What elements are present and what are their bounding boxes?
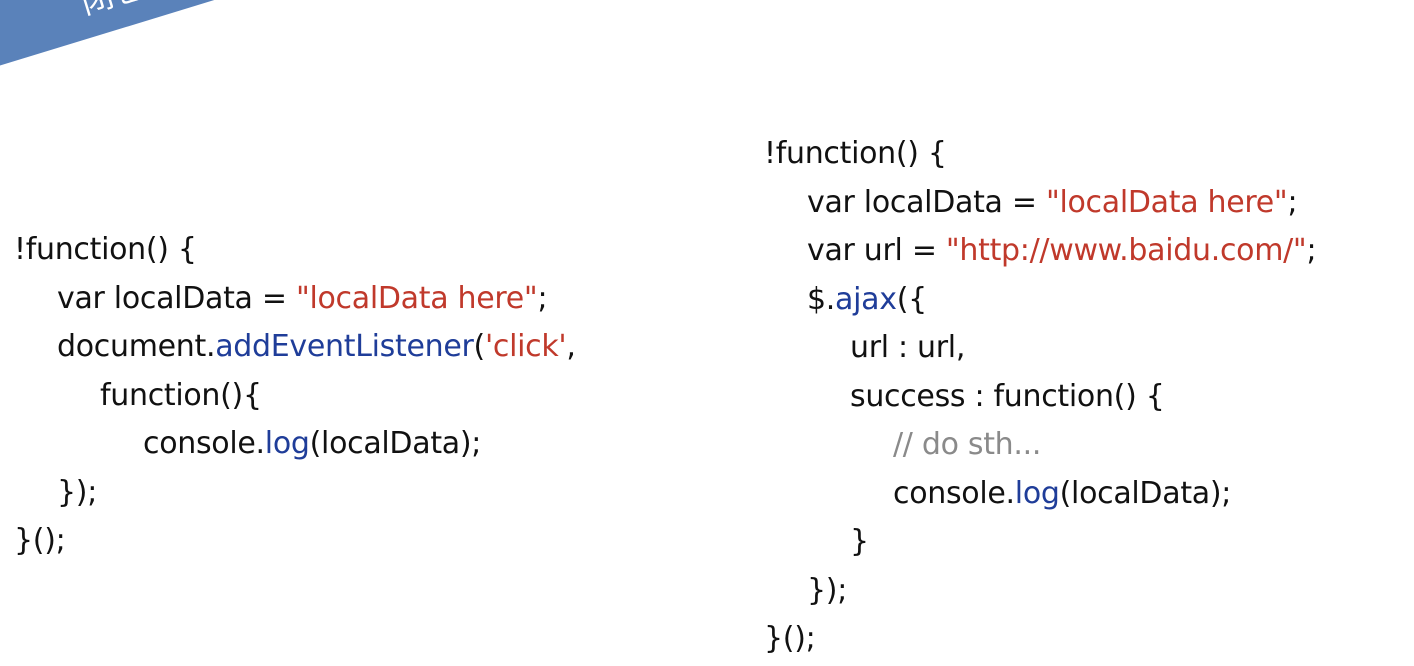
- code-line: console.log(localData);: [764, 470, 1316, 519]
- code-token-plain: url : url,: [850, 330, 966, 365]
- code-line: !function() {: [14, 226, 576, 275]
- code-token-plain: !function() {: [14, 232, 197, 267]
- code-line: console.log(localData);: [14, 420, 576, 469]
- code-line: }: [764, 518, 1316, 567]
- code-line: // do sth...: [764, 421, 1316, 470]
- code-token-method: ajax: [835, 281, 897, 317]
- code-token-plain: }();: [764, 621, 816, 656]
- code-token-string: "localData here": [295, 280, 538, 316]
- code-token-comment: // do sth...: [893, 427, 1042, 462]
- code-token-plain: ,: [566, 329, 576, 364]
- code-token-plain: !function() {: [764, 136, 947, 171]
- code-line: var localData = "localData here";: [14, 275, 576, 324]
- code-token-plain: ;: [537, 280, 548, 316]
- code-token-method: addEventListener: [215, 329, 474, 364]
- code-token-plain: ;: [1306, 233, 1317, 268]
- code-token-plain: ;: [1287, 184, 1298, 220]
- code-token-plain: var localData =: [807, 184, 1046, 220]
- code-token-method: log: [1014, 475, 1060, 511]
- code-token-string: "localData here": [1045, 184, 1288, 220]
- code-token-plain: $.: [807, 281, 836, 317]
- code-token-plain: }: [850, 524, 869, 559]
- code-token-plain: }();: [14, 523, 66, 558]
- right-code-block: !function() { var localData = "localData …: [764, 130, 1317, 664]
- code-line: }();: [764, 615, 1316, 664]
- code-token-method: log: [264, 426, 310, 461]
- code-token-string: "http://www.baidu.com/": [945, 233, 1307, 268]
- code-token-plain: ({: [896, 281, 928, 317]
- code-token-plain: });: [807, 572, 847, 608]
- code-token-string: 'click': [484, 329, 567, 364]
- code-token-plain: var url =: [807, 233, 946, 268]
- code-token-plain: (: [473, 329, 486, 364]
- code-line: $.ajax({: [764, 276, 1316, 325]
- code-line: var url = "http://www.baidu.com/";: [764, 227, 1317, 276]
- code-token-plain: console.: [893, 475, 1015, 511]
- code-line: !function() {: [764, 130, 1316, 179]
- code-token-plain: console.: [143, 426, 265, 461]
- code-line: url : url,: [764, 324, 1316, 373]
- code-token-plain: success : function() {: [850, 378, 1165, 414]
- code-token-plain: document.: [57, 329, 216, 364]
- code-token-plain: });: [57, 474, 97, 510]
- ribbon-band: [0, 0, 542, 82]
- code-line: function(){: [14, 372, 576, 421]
- title-ribbon: 闭包-无处不在: [0, 0, 542, 82]
- code-line: }();: [14, 517, 576, 566]
- code-token-plain: function(){: [100, 377, 262, 413]
- code-line: var localData = "localData here";: [764, 179, 1316, 228]
- code-token-plain: var localData =: [57, 280, 296, 316]
- code-token-plain: (localData);: [1059, 475, 1232, 511]
- code-token-plain: (localData);: [309, 426, 482, 461]
- code-line: success : function() {: [764, 373, 1316, 422]
- code-line: });: [764, 567, 1316, 616]
- code-line: document.addEventListener('click',: [14, 323, 576, 372]
- code-line: });: [14, 469, 576, 518]
- left-code-block: !function() { var localData = "localData …: [14, 226, 576, 566]
